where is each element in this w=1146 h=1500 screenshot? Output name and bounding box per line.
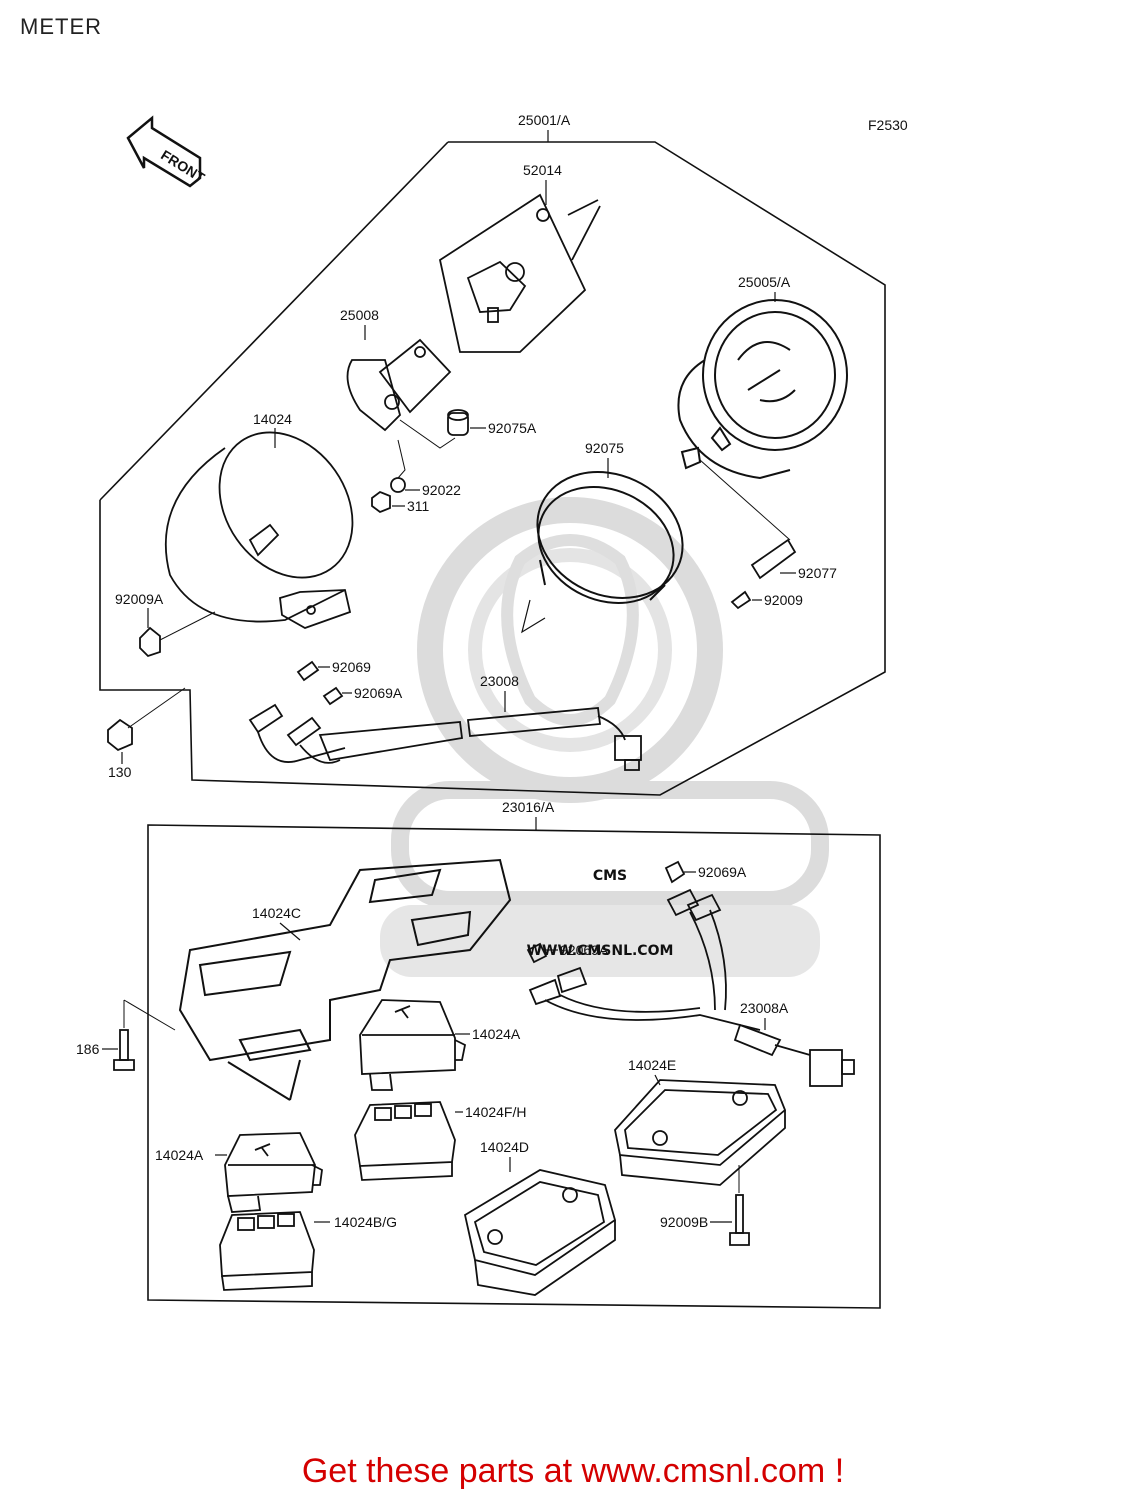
label-14024D: 14024D xyxy=(480,1139,529,1155)
label-14024C: 14024C xyxy=(252,905,301,921)
label-25001A: 25001/A xyxy=(518,112,571,128)
label-186: 186 xyxy=(76,1041,100,1057)
label-25005A: 25005/A xyxy=(738,274,791,290)
part-92009-screw xyxy=(730,590,752,610)
part-92069A-bulb xyxy=(322,686,344,706)
label-14024FH: 14024F/H xyxy=(465,1104,526,1120)
label-25008: 25008 xyxy=(340,307,379,323)
part-14024C-housing xyxy=(178,858,512,1101)
part-23008-harness xyxy=(248,703,642,771)
page-title: METER xyxy=(20,14,102,39)
watermark-brand: CMS xyxy=(593,868,627,884)
figure-code: F2530 xyxy=(868,117,908,133)
part-14024BG-indicator xyxy=(219,1211,315,1291)
part-130-bolt xyxy=(107,718,133,752)
label-130: 130 xyxy=(108,764,132,780)
part-311-nut xyxy=(371,490,391,514)
part-92069A-bulb-right xyxy=(664,860,686,884)
part-14024FH-indicator xyxy=(354,1101,456,1181)
label-14024A-2: 14024A xyxy=(155,1147,204,1163)
label-14024: 14024 xyxy=(253,411,292,427)
part-92009B-screw xyxy=(729,1194,750,1246)
part-14024-cover xyxy=(164,431,354,629)
lower-assembly-outline xyxy=(147,824,881,1309)
label-92075A: 92075A xyxy=(488,420,537,436)
label-92075: 92075 xyxy=(585,440,624,456)
label-92069-top: 92069 xyxy=(332,659,371,675)
label-92009: 92009 xyxy=(764,592,803,608)
part-25008-bracket xyxy=(346,338,452,432)
cms-watermark: CMS WWW.CMSNL.COM xyxy=(380,497,829,977)
promo-link[interactable]: Get these parts at www.cmsnl.com ! xyxy=(301,1452,845,1490)
part-23008A-harness xyxy=(528,888,855,1087)
part-92075A-bush xyxy=(447,409,469,436)
label-92009B: 92009B xyxy=(660,1214,708,1230)
label-23008: 23008 xyxy=(480,673,519,689)
label-311: 311 xyxy=(407,498,430,514)
label-52014: 52014 xyxy=(523,162,562,178)
label-14024E: 14024E xyxy=(628,1057,676,1073)
label-92077: 92077 xyxy=(798,565,837,581)
part-52014-switch xyxy=(438,193,601,353)
part-25005A-speedometer xyxy=(677,299,848,480)
part-92022-washer xyxy=(390,477,406,493)
label-92009A: 92009A xyxy=(115,591,164,607)
label-23008A: 23008A xyxy=(740,1000,789,1016)
label-92069A-r1: 92069A xyxy=(698,864,747,880)
part-14024A-upper xyxy=(359,999,467,1091)
part-14024A-lower xyxy=(224,1132,323,1213)
label-92069A-top: 92069A xyxy=(354,685,403,701)
label-92069A-r2: 92069A xyxy=(560,942,609,958)
part-186-bolt xyxy=(113,1029,135,1071)
part-92069-bulb xyxy=(296,660,320,682)
part-92077-cable-end xyxy=(750,538,797,580)
part-14024E-case xyxy=(614,1079,787,1186)
part-14024D-case xyxy=(463,1169,617,1296)
label-23016A: 23016/A xyxy=(502,799,555,815)
watermark-url: WWW.CMSNL.COM xyxy=(527,943,674,959)
part-92009A-screw xyxy=(139,626,161,658)
part-92075-ring xyxy=(536,471,684,604)
upper-assembly-outline xyxy=(99,141,886,796)
label-92022: 92022 xyxy=(422,482,461,498)
part-92069A-bulb-mid xyxy=(526,942,548,964)
label-14024A-1: 14024A xyxy=(472,1026,521,1042)
label-14024BG: 14024B/G xyxy=(334,1214,397,1230)
front-arrow-icon: FRONT xyxy=(126,115,208,188)
